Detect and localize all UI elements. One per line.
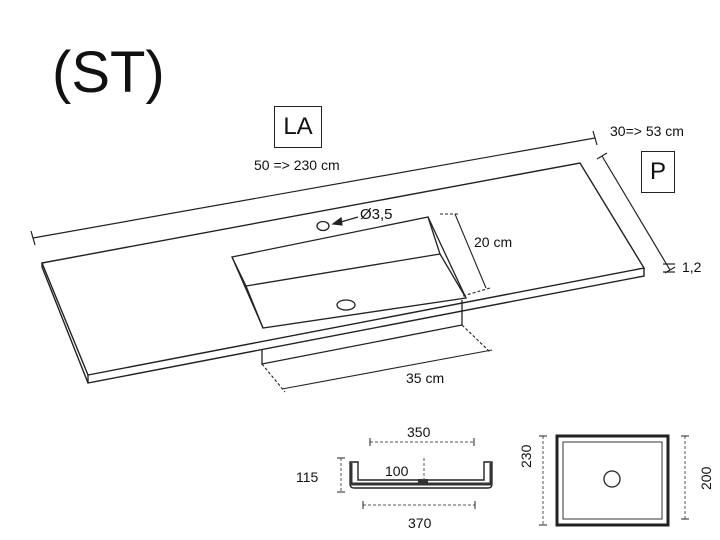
depth-range-label: 30=> 53 cm bbox=[610, 123, 684, 139]
hole-diameter-label: Ø3,5 bbox=[360, 206, 393, 223]
section-inner-depth-label: 100 bbox=[383, 463, 411, 479]
product-code-title: (ST) bbox=[52, 40, 165, 105]
depth-label-box: P bbox=[641, 151, 675, 193]
length-dimension bbox=[30, 130, 598, 246]
length-range-label: 50 => 230 cm bbox=[254, 157, 340, 173]
basin-width-dimension bbox=[261, 324, 493, 393]
section-top-width-label: 350 bbox=[407, 424, 431, 440]
cross-section bbox=[337, 438, 493, 509]
plan-length-label: 230 bbox=[518, 444, 534, 468]
thickness-label: 1,2 bbox=[682, 259, 702, 275]
basin-width-label: 35 cm bbox=[406, 370, 445, 386]
length-label-box: LA bbox=[274, 106, 322, 148]
basin-depth-label: 20 cm bbox=[474, 234, 513, 250]
section-bottom-width-label: 370 bbox=[408, 515, 432, 531]
hole-leader bbox=[331, 216, 359, 226]
section-height-label: 115 bbox=[296, 469, 319, 485]
basin bbox=[231, 216, 467, 365]
plan-width-label: 200 bbox=[698, 466, 714, 490]
plan-view bbox=[539, 434, 689, 527]
basin-depth-dimension bbox=[440, 213, 491, 297]
thickness-dimension bbox=[663, 263, 675, 273]
